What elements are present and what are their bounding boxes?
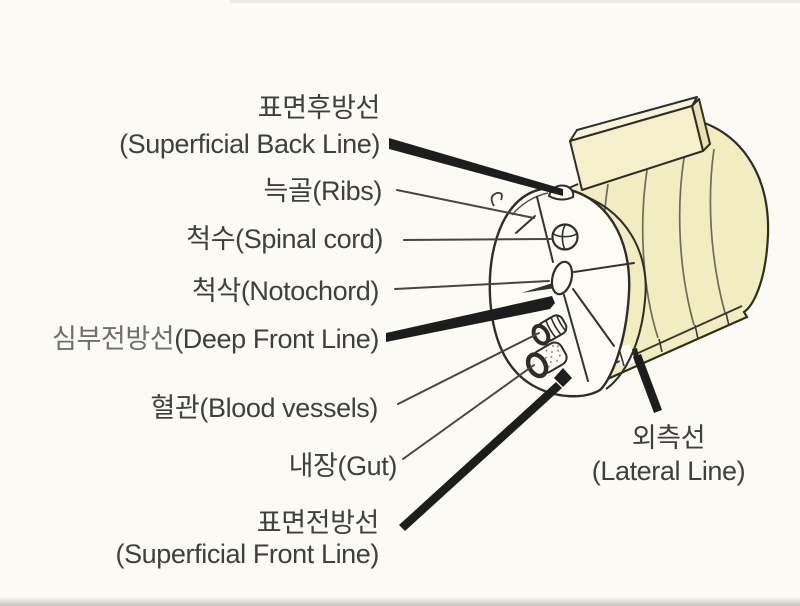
label-deep-front-line-ko: 심부전방선	[52, 324, 175, 354]
spinal-cord-shape	[551, 223, 579, 251]
label-superficial-back-line-en: (Superficial Back Line)	[119, 129, 380, 159]
thin-callout-lines	[394, 189, 552, 460]
label-superficial-back-line: 표면후방선 (Superficial Back Line)	[119, 90, 380, 162]
notochord-shape	[550, 260, 574, 296]
scan-edge-bottom	[0, 597, 800, 606]
pointer-notochord	[394, 280, 550, 290]
skin-curl	[490, 191, 503, 207]
pointer-ribs	[396, 189, 535, 219]
label-blood-vessels: 혈관(Blood vessels)	[150, 393, 379, 423]
rib-septa-lines	[515, 196, 635, 382]
label-spinal-cord: 척수(Spinal cord)	[186, 224, 383, 254]
pointer-superficial-back-line	[389, 138, 563, 196]
face-inner-arc	[511, 192, 549, 216]
fin-front-face	[569, 105, 704, 191]
pointer-gut	[402, 364, 535, 460]
label-superficial-front-line-en: (Superficial Front Line)	[115, 539, 379, 569]
label-superficial-back-line-ko: 표면후방선	[257, 93, 381, 123]
pointer-deep-front-line	[386, 296, 555, 342]
label-gut: 내장(Gut)	[288, 451, 398, 481]
pointer-blood-vessels	[397, 332, 540, 405]
label-deep-front-line-en: (Deep Front Line)	[174, 324, 379, 354]
dorsal-fin-block	[569, 96, 711, 191]
gut-tube	[525, 341, 568, 379]
blood-vessel-tube	[531, 314, 568, 346]
label-superficial-front-line: 표면전방선 (Superficial Front Line)	[115, 508, 379, 570]
label-notochord: 척삭(Notochord)	[191, 276, 379, 306]
body-rim-arc	[572, 191, 647, 390]
pointer-lateral-line	[633, 354, 662, 413]
label-ribs: 늑골(Ribs)	[263, 176, 383, 206]
label-lateral-line-en: (Lateral Line)	[591, 456, 746, 486]
thick-callout-pointers	[386, 138, 662, 531]
body-hull-outline	[601, 120, 770, 383]
label-lateral-line-ko: 외측선	[631, 423, 706, 453]
label-deep-front-line: 심부전방선(Deep Front Line)	[52, 324, 379, 354]
pointer-spinal-cord	[403, 238, 552, 241]
scan-edge-top	[230, 0, 800, 3]
label-lateral-line: 외측선 (Lateral Line)	[566, 422, 771, 488]
label-superficial-front-line-ko: 표면전방선	[256, 508, 380, 538]
pointer-superficial-front-line-tip	[554, 368, 572, 387]
pointer-superficial-front-line	[399, 382, 562, 531]
